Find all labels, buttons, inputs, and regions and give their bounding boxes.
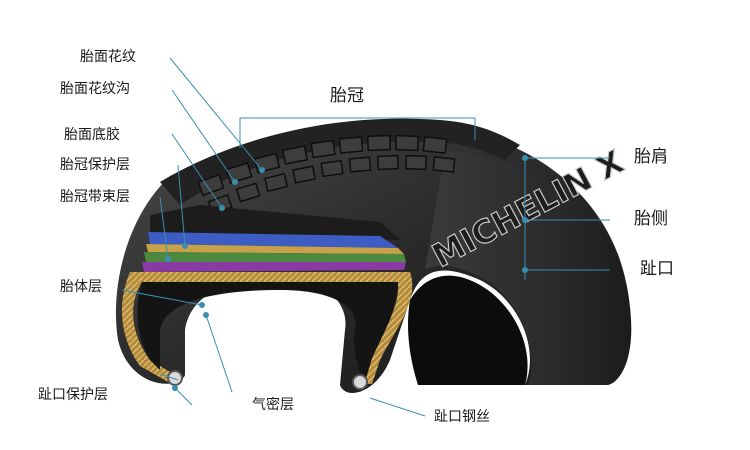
tread-blocks [197, 134, 456, 215]
leader-dots [165, 155, 528, 391]
belt-layer-blue [148, 232, 398, 248]
bead-wire-right [352, 374, 368, 390]
leader-lines [121, 57, 610, 417]
sidewall-surface [425, 150, 632, 385]
label-bead: 趾口 [640, 259, 674, 279]
label-sidewall: 胎侧 [634, 209, 668, 229]
label-carcass: 胎体层 [60, 279, 102, 295]
tire-inner-cavity [407, 275, 528, 385]
belt-layer-purple [142, 262, 406, 272]
label-crown: 胎冠 [330, 86, 364, 106]
bead-wire-left [167, 370, 183, 386]
tread-base-section [150, 205, 400, 240]
label-inner-liner: 气密层 [252, 397, 294, 413]
belt-layer-green [144, 252, 406, 262]
label-tread-pattern: 胎面花纹 [80, 49, 136, 65]
label-crown-protection: 胎冠保护层 [60, 157, 130, 173]
label-shoulder: 胎肩 [634, 147, 668, 167]
label-tread-groove: 胎面花纹沟 [60, 81, 130, 97]
label-tread-base: 胎面底胶 [64, 127, 120, 143]
label-bead-protection: 趾口保护层 [38, 387, 108, 403]
label-bead-wire: 趾口钢丝 [434, 409, 490, 425]
label-crown-belt: 胎冠带束层 [60, 189, 130, 205]
belt-layer-gold [146, 244, 404, 254]
inner-liner [137, 282, 398, 382]
